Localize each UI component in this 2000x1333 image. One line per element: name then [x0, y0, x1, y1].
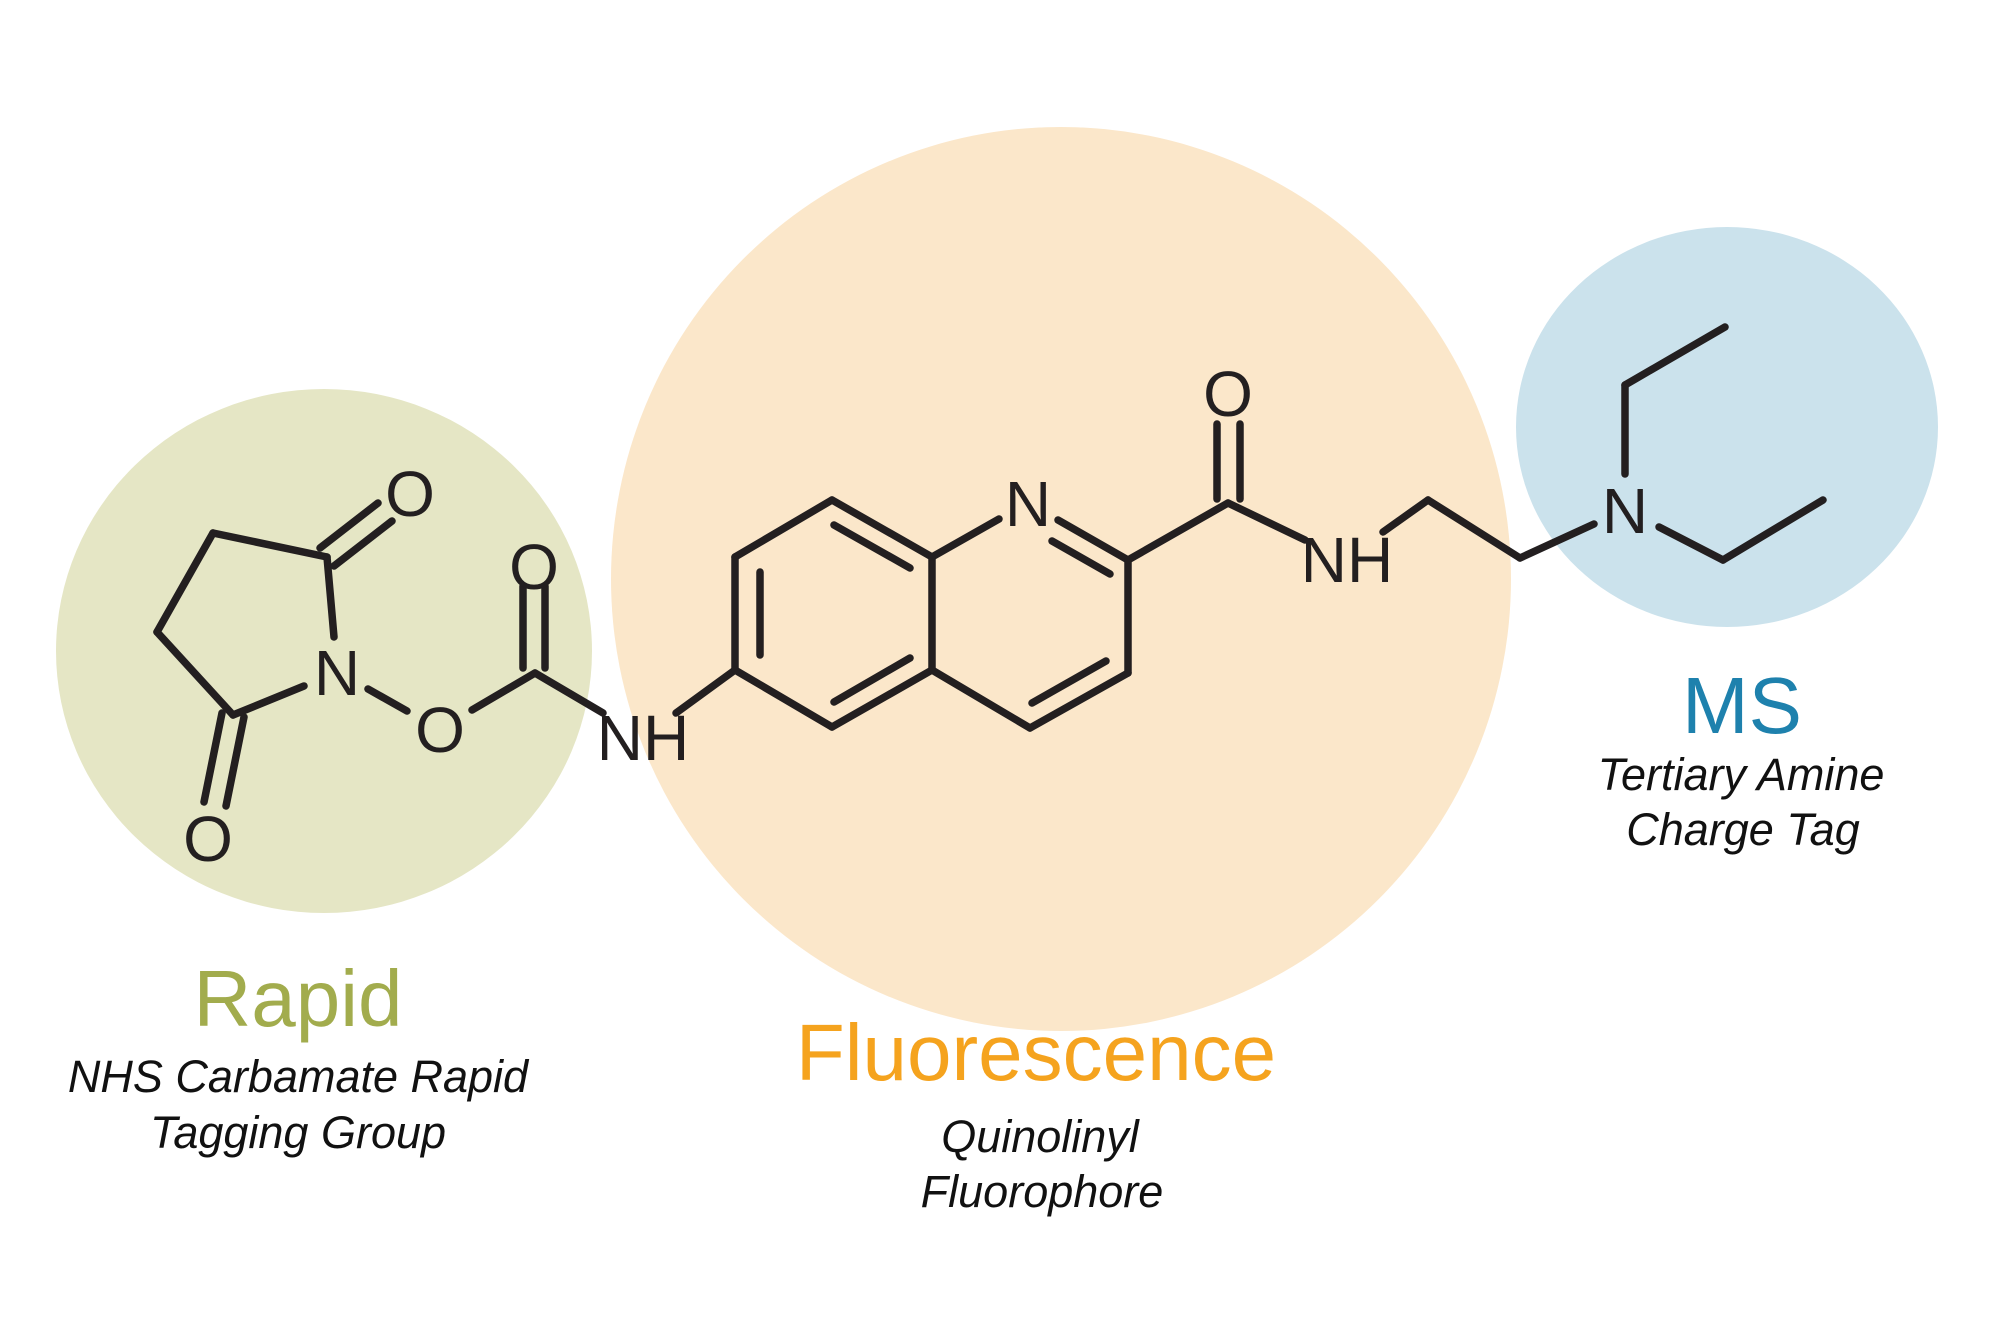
quinoline-pyridine-ring-bonds: [928, 515, 1132, 732]
ms-title: MS: [1682, 661, 1802, 750]
rapid-title: Rapid: [193, 954, 402, 1043]
bond-line: [731, 666, 836, 731]
bond-line: [153, 529, 217, 636]
nhs-ring-bonds: [153, 499, 411, 810]
ms-subtitle-line1: Tertiary Amine: [1598, 749, 1885, 800]
double-bond-line: [1048, 537, 1114, 578]
amine-chain-bonds: [1379, 323, 1827, 564]
bond-line: [1655, 523, 1727, 564]
rapid-subtitle-line1: NHS Carbamate Rapid: [68, 1051, 530, 1102]
bond-line: [828, 666, 936, 731]
atom-label-amide-nh: NH: [1301, 524, 1393, 596]
bond-line: [1424, 496, 1524, 562]
atom-label-carbamate-nh: NH: [597, 702, 689, 774]
bond-line: [672, 666, 739, 717]
fluorescence-subtitle-line2: Fluorophore: [921, 1166, 1164, 1217]
atom-labels: O O N O O NH N O NH N: [183, 358, 1648, 875]
bond-line: [1224, 499, 1309, 544]
double-bond-line: [330, 517, 396, 570]
carbamate-bonds: [468, 582, 739, 717]
fluorescence-highlight-ellipse: [611, 127, 1511, 1031]
atom-label-quinoline-nitrogen: N: [1005, 468, 1051, 540]
double-bond-line: [316, 499, 382, 552]
double-bond-line: [200, 709, 226, 806]
ms-highlight-ellipse: [1516, 227, 1938, 627]
atom-label-nhs-bottom-oxygen: O: [183, 803, 233, 875]
atom-label-nhs-nitrogen: N: [314, 637, 360, 709]
atom-label-ester-oxygen: O: [415, 694, 465, 766]
atom-label-tertiary-amine-nitrogen: N: [1602, 475, 1648, 547]
bond-line: [1719, 496, 1827, 564]
atom-label-amide-oxygen: O: [1203, 358, 1253, 430]
bond-line: [1516, 520, 1598, 562]
atom-label-carbamate-oxygen: O: [509, 531, 559, 603]
amide-bonds: [1124, 420, 1309, 564]
bond-line: [928, 515, 1003, 561]
bond-line: [209, 529, 331, 561]
fluorescence-subtitle-line1: Quinolinyl: [941, 1111, 1141, 1162]
bond-line: [1026, 669, 1132, 732]
bond-line: [364, 685, 411, 715]
bond-line: [828, 496, 936, 561]
ms-subtitle-line2: Charge Tag: [1626, 804, 1860, 855]
bond-line: [323, 553, 338, 641]
bond-line: [531, 669, 607, 717]
bond-line: [153, 628, 237, 719]
rapid-subtitle-line2: Tagging Group: [150, 1107, 446, 1158]
rapid-highlight-ellipse: [56, 389, 592, 913]
double-bond-line: [1028, 657, 1110, 707]
bond-line: [928, 666, 1034, 732]
bond-line: [1621, 323, 1729, 389]
double-bond-line: [830, 521, 914, 572]
bond-line: [1124, 499, 1232, 564]
bond-line: [1054, 516, 1132, 564]
bond-line: [229, 682, 308, 719]
bond-line: [731, 496, 836, 561]
atom-label-nhs-top-oxygen: O: [385, 458, 435, 530]
double-bond-line: [830, 654, 914, 706]
region-captions: Rapid NHS Carbamate Rapid Tagging Group …: [68, 661, 1884, 1217]
bond-line: [1379, 496, 1432, 536]
quinoline-benzene-ring-bonds: [731, 496, 936, 731]
fluorescence-title: Fluorescence: [796, 1008, 1276, 1097]
bond-line: [468, 669, 539, 714]
highlight-regions: [56, 127, 1938, 1031]
molecule-bonds: [153, 323, 1827, 810]
double-bond-line: [222, 713, 248, 810]
